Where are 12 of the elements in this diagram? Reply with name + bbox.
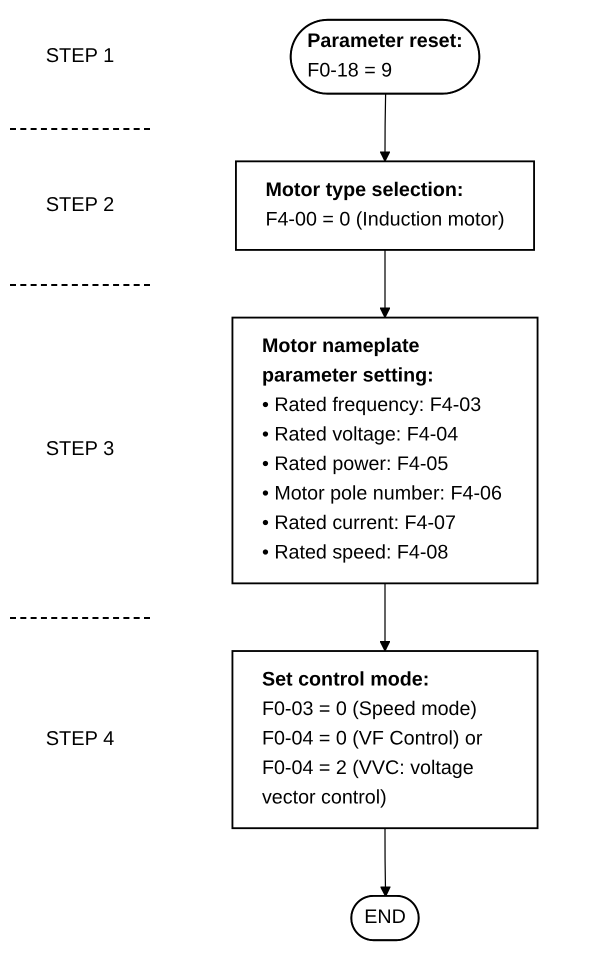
node-box xyxy=(235,160,535,251)
arrow xyxy=(380,583,390,652)
node-box xyxy=(232,650,538,830)
step-label: STEP 4 xyxy=(44,728,116,751)
step-label: STEP 2 xyxy=(44,194,116,217)
node-box xyxy=(232,316,538,584)
step-label: STEP 3 xyxy=(44,438,116,462)
arrow xyxy=(380,94,390,162)
arrow xyxy=(380,828,391,897)
arrow xyxy=(380,250,390,318)
flowchart: Parameter reset: F0-18 = 9 Motor type selection: F4-00 = 0 (Induction motor) Motor nameplate parameter setting: • Rated frequency: F4-03 • Rated voltage: F4-04 • Rated power: F4-05 • Motor pole number: F4-06 • Rated current: F4-07 • Rated speed: F4-08 Set control mode: F0-03 = 0 (Speed mode) F0-04 = 0 (VF Control) or F0-04 = 2 (VVC: voltage vector control) END xyxy=(170,10,600,950)
step-label: STEP 1 xyxy=(44,44,116,68)
